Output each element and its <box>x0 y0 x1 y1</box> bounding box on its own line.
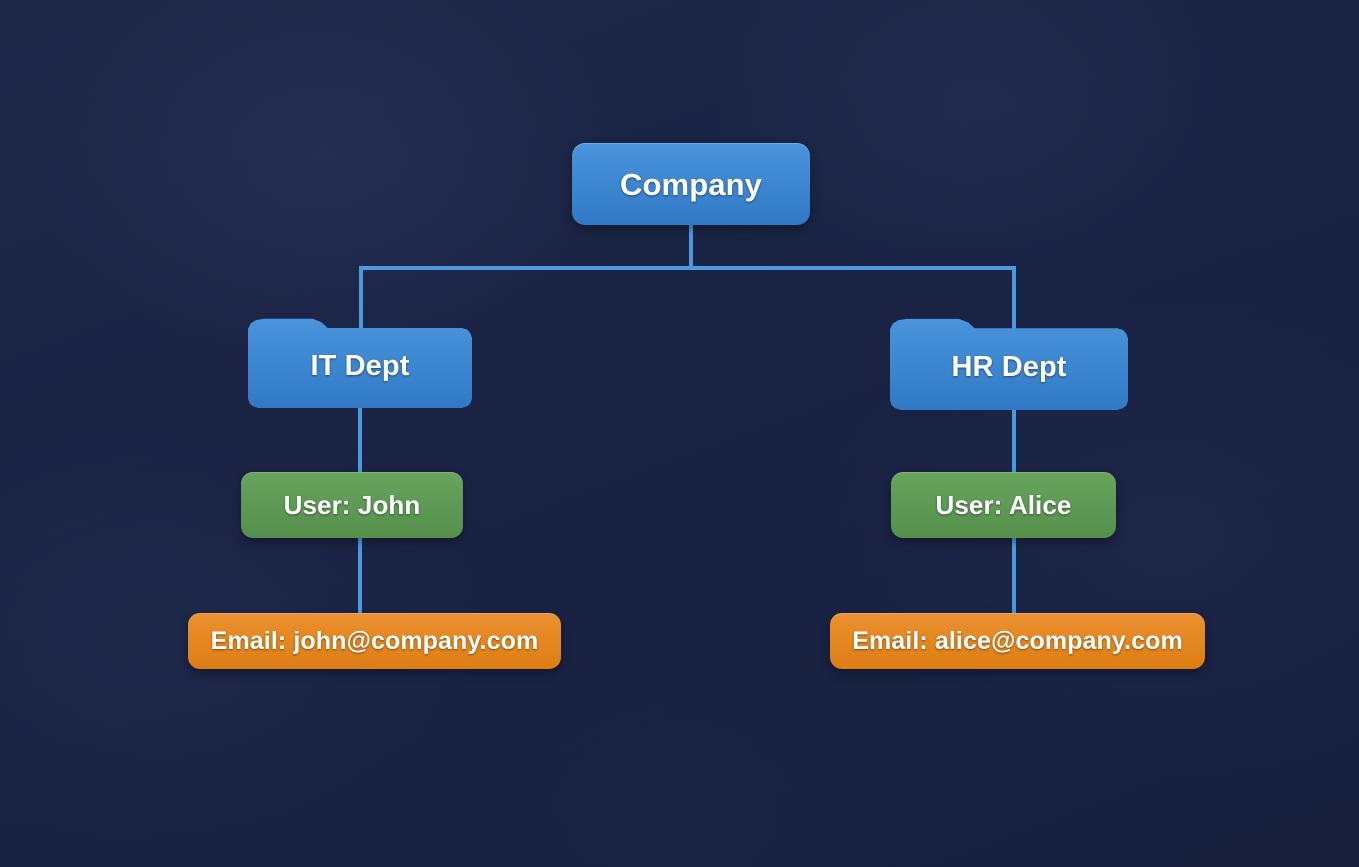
node-email-john-label: Email: john@company.com <box>210 626 539 655</box>
node-user-john-label: User: John <box>283 490 421 520</box>
node-email-john[interactable]: Email: john@company.com <box>188 613 561 669</box>
node-email-alice[interactable]: Email: alice@company.com <box>830 613 1205 669</box>
node-user-alice[interactable]: User: Alice <box>891 472 1116 538</box>
node-it-dept-label: IT Dept <box>310 350 410 382</box>
node-user-john[interactable]: User: John <box>241 472 463 538</box>
edge-company-to-hr <box>691 266 1016 332</box>
node-company-label: Company <box>620 166 762 202</box>
node-hr-dept[interactable]: HR Dept <box>890 318 1128 410</box>
node-email-alice-label: Email: alice@company.com <box>852 626 1183 655</box>
node-hr-dept-label: HR Dept <box>951 351 1067 383</box>
node-company[interactable]: Company <box>572 143 810 225</box>
node-user-alice-label: User: Alice <box>935 490 1072 520</box>
edge-company-to-it <box>359 222 693 332</box>
node-it-dept[interactable]: IT Dept <box>248 318 472 408</box>
